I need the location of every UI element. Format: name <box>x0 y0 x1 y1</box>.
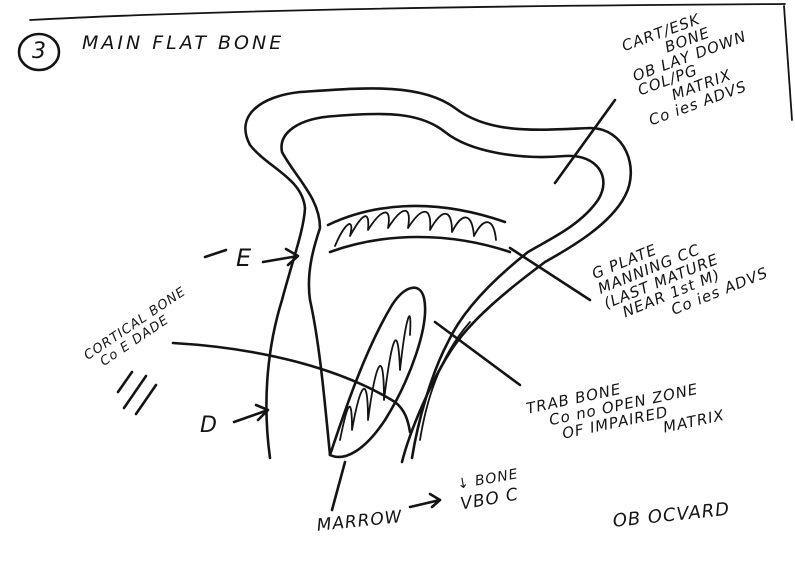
hatch-mark-3 <box>136 385 156 414</box>
inner-shaft-line <box>420 322 470 440</box>
pointer-growth-plate <box>510 248 590 300</box>
page-right-edge <box>784 6 792 120</box>
pointer-cartilage <box>555 100 615 183</box>
section-number: 3 <box>32 40 47 63</box>
marrow-pointer <box>332 462 345 510</box>
growth-plate-lower <box>330 237 510 252</box>
growth-plate-zigzag <box>335 211 496 246</box>
d-marker-label: D <box>200 414 218 437</box>
hatch-mark-1 <box>118 372 132 392</box>
marrow-arrow <box>410 494 440 507</box>
section-title: MAIN FLAT BONE <box>82 34 284 54</box>
page-top-edge <box>30 4 785 20</box>
cortical-dash <box>205 250 226 257</box>
d-arrow <box>234 405 268 422</box>
e-marker-label: E <box>236 246 252 271</box>
